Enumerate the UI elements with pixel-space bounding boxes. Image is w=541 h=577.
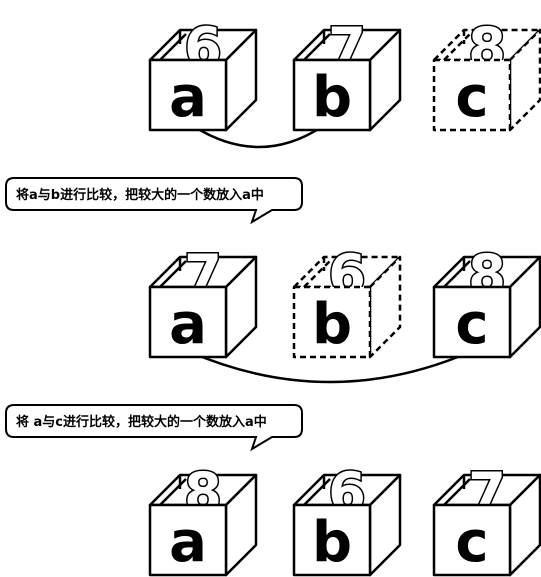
box-a: 6a	[148, 15, 258, 132]
box-flap	[443, 478, 471, 506]
box-side-face	[368, 255, 402, 359]
box-front-face	[292, 58, 372, 132]
caption-bubble-1: 将a与b进行比较，把较大的一个数放入a中	[5, 177, 303, 225]
caption-2: 将 a与c进行比较，把较大的一个数放入a中	[16, 414, 267, 430]
box-letter: a	[169, 510, 207, 575]
box-flap	[443, 33, 471, 61]
box-front-face	[432, 58, 512, 132]
box-letter: b	[312, 510, 352, 575]
box-flap	[303, 33, 331, 61]
comparison-arc-a-c	[189, 350, 471, 384]
box-letter: b	[312, 65, 352, 130]
box-flap	[443, 260, 471, 288]
box-letter: b	[312, 292, 352, 357]
box-flap	[159, 33, 187, 61]
box-top-opening	[292, 255, 402, 289]
box-letter: a	[169, 292, 207, 357]
caption-bubble-2: 将 a与c进行比较，把较大的一个数放入a中	[5, 404, 303, 452]
box-front-face	[148, 58, 228, 132]
box-front-face	[432, 503, 512, 577]
box-top-opening	[432, 28, 541, 62]
box-front-face	[292, 285, 372, 359]
box-b: 6b	[292, 242, 402, 359]
box-letter: a	[169, 65, 207, 130]
box-front-face	[148, 503, 228, 577]
box-side-face	[508, 28, 541, 132]
box-letter: c	[455, 292, 488, 357]
box-c: 7c	[432, 460, 541, 577]
box-a: 8a	[148, 460, 258, 577]
box-letter: c	[455, 65, 488, 130]
box-flap	[159, 478, 187, 506]
box-front-face	[292, 503, 372, 577]
box-flap	[303, 478, 331, 506]
box-c: 8c	[432, 15, 541, 132]
box-b: 7b	[292, 15, 402, 132]
boxes-layer: 6a 7b 8c 7a 6b 8c 8a 6b 7c	[148, 15, 541, 577]
box-b: 6b	[292, 460, 402, 577]
box-flap	[159, 260, 187, 288]
box-flap	[303, 260, 331, 288]
caption-1: 将a与b进行比较，把较大的一个数放入a中	[16, 187, 264, 203]
box-letter: c	[455, 510, 488, 575]
box-c: 8c	[432, 242, 541, 359]
box-front-face	[148, 285, 228, 359]
box-front-face	[432, 285, 512, 359]
box-a: 7a	[148, 242, 258, 359]
comparison-arc-a-b	[189, 122, 327, 149]
